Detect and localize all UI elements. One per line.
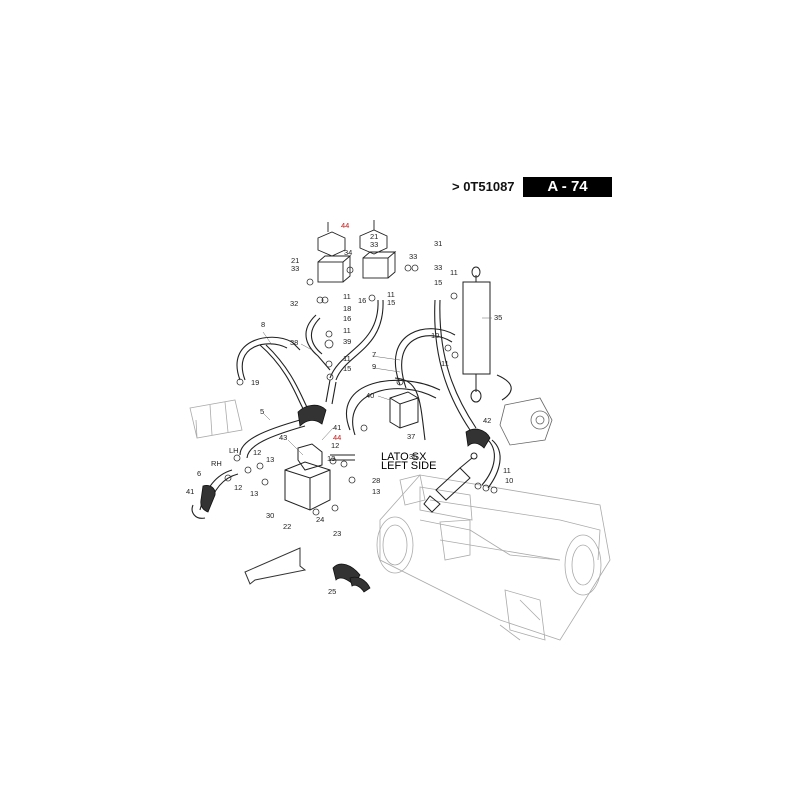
fittings <box>224 264 498 516</box>
callout-12: 12 <box>234 483 242 492</box>
callout-13: 13 <box>266 455 274 464</box>
distributor-block-22 <box>284 443 331 511</box>
callout-31: 31 <box>434 239 442 248</box>
callout-15: 15 <box>387 298 395 307</box>
callout-12: 12 <box>253 448 261 457</box>
callout-40: 40 <box>366 391 374 400</box>
callout-24: 24 <box>316 515 324 524</box>
callout-13: 13 <box>250 489 258 498</box>
callout-38: 38 <box>290 338 298 347</box>
callout-41: 41 <box>333 423 341 432</box>
callout-10: 10 <box>431 331 439 340</box>
mower-deck-outline <box>376 474 611 641</box>
page-code-badge: A - 74 <box>523 177 612 197</box>
callout-10: 10 <box>505 476 513 485</box>
side-marker-rh: RH <box>211 459 222 468</box>
callout-11: 11 <box>343 354 351 363</box>
callout-9: 9 <box>372 362 376 371</box>
callout-33: 33 <box>409 252 417 261</box>
side-label-it: LATO SX <box>381 451 427 463</box>
callout-11: 11 <box>503 466 511 475</box>
callout-19: 19 <box>251 378 259 387</box>
callout-25: 25 <box>328 587 336 596</box>
callout-33: 33 <box>434 263 442 272</box>
hydraulic-hoses <box>191 299 512 519</box>
leader-lines <box>262 317 492 456</box>
callout-33: 33 <box>291 264 299 273</box>
side-cylinder-36 <box>423 452 478 513</box>
callout-44: 44 <box>341 221 349 230</box>
callout-11: 11 <box>343 292 351 301</box>
callout-22: 22 <box>283 522 291 531</box>
callout-8: 8 <box>261 320 265 329</box>
callout-36: 36 <box>409 452 417 461</box>
callout-23: 23 <box>333 529 341 538</box>
valve-block-left <box>189 399 243 439</box>
callout-16: 16 <box>358 296 366 305</box>
callout-37: 37 <box>407 432 415 441</box>
lift-cylinder-35 <box>462 266 491 403</box>
callout-42: 42 <box>483 416 491 425</box>
callout-35: 35 <box>494 313 502 322</box>
serial-number: > 0T51087 <box>452 179 515 194</box>
callout-32: 32 <box>290 299 298 308</box>
callout-33: 33 <box>370 240 378 249</box>
travel-direction-arrow <box>244 547 307 585</box>
callout-34: 34 <box>344 248 352 257</box>
callout-30: 30 <box>266 511 274 520</box>
protective-sleeves <box>200 404 491 593</box>
callout-5: 5 <box>260 407 264 416</box>
callout-11: 11 <box>343 326 351 335</box>
callout-39: 39 <box>343 337 351 346</box>
solenoid-valves <box>317 220 397 283</box>
callout-15: 15 <box>434 278 442 287</box>
callout-28: 28 <box>372 476 380 485</box>
callout-11: 11 <box>387 290 395 299</box>
callout-13: 13 <box>372 487 380 496</box>
callout-13: 13 <box>327 454 335 463</box>
callout-21: 21 <box>291 256 299 265</box>
callout-21: 21 <box>370 232 378 241</box>
callout-18: 18 <box>343 304 351 313</box>
callout-11: 11 <box>441 359 449 368</box>
callout-44: 44 <box>333 433 341 442</box>
callout-11: 11 <box>450 268 458 277</box>
callout-15: 15 <box>343 364 351 373</box>
side-marker-lh: LH <box>229 446 239 455</box>
callout-41: 41 <box>186 487 194 496</box>
callout-16: 16 <box>343 314 351 323</box>
callout-6: 6 <box>197 469 201 478</box>
block-40 <box>389 391 419 429</box>
side-label-en: LEFT SIDE <box>381 460 437 472</box>
callout-12: 12 <box>331 441 339 450</box>
hydraulic-pump <box>499 397 553 446</box>
callout-7: 7 <box>372 350 376 359</box>
callout-43: 43 <box>279 433 287 442</box>
